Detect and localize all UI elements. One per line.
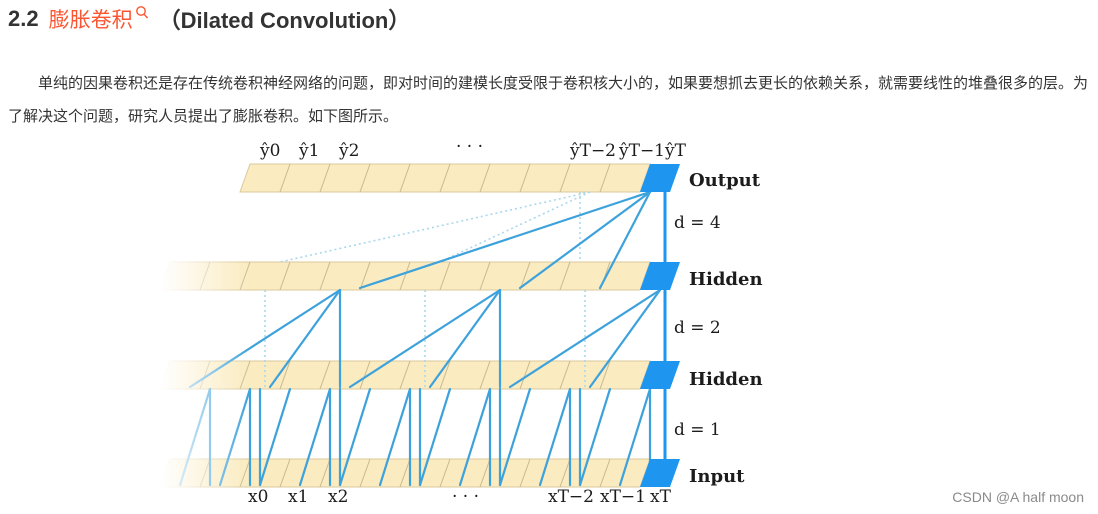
cell-divider [479, 163, 491, 193]
connection-d1 [498, 387, 532, 487]
dotted-link [439, 191, 591, 263]
output-label: ŷT [664, 141, 687, 161]
highlight-node [640, 361, 680, 389]
cell-divider [319, 163, 331, 193]
keyword-link[interactable]: 膨胀卷积 [48, 8, 133, 32]
cell-divider [319, 360, 331, 390]
dilated-convolution-diagram: Output Hidden Hidden Input d = 4 d = 2 d… [160, 137, 763, 508]
cell-divider [559, 458, 571, 488]
connection-d1 [258, 387, 292, 487]
cell-divider [519, 458, 531, 488]
cell-divider [279, 261, 291, 291]
cell-divider [439, 458, 451, 488]
dilation-label-4: d = 4 [674, 213, 721, 233]
connection-d1 [418, 387, 452, 487]
connection-d2 [268, 288, 342, 389]
output-label: ŷ2 [338, 141, 359, 161]
dilation-label-2: d = 2 [674, 318, 721, 338]
connection-d1 [338, 387, 372, 487]
cell-divider [319, 458, 331, 488]
output-label: · · · [456, 137, 483, 157]
highlight-node [640, 459, 680, 487]
output-label: ŷ1 [298, 141, 319, 161]
input-label: · · · [452, 487, 479, 507]
input-label: xT−1 [600, 487, 646, 507]
cell-divider [479, 360, 491, 390]
connection-d2 [508, 288, 662, 389]
body-paragraph: 单纯的因果卷积还是存在传统卷积神经网络的问题，即对时间的建模长度受限于卷积核大小… [8, 74, 1089, 125]
cell-divider [359, 360, 371, 390]
connection-d4 [598, 190, 652, 290]
cell-divider [519, 261, 531, 291]
input-label: x2 [328, 487, 348, 507]
cell-divider [599, 360, 611, 390]
highlight-node [640, 164, 680, 192]
cell-divider [519, 360, 531, 390]
cell-divider [599, 458, 611, 488]
cell-divider [279, 163, 291, 193]
cell-divider [279, 360, 291, 390]
search-icon[interactable] [135, 5, 149, 21]
cell-divider [319, 261, 331, 291]
cell-divider [359, 163, 371, 193]
cell-divider [399, 360, 411, 390]
dilation-label-1: d = 1 [674, 420, 721, 440]
cell-divider [399, 458, 411, 488]
cell-divider [479, 261, 491, 291]
section-heading: 2.2 膨胀卷积 （Dilated Convolution） [8, 2, 410, 36]
connection-d2 [428, 288, 502, 389]
connection-d1 [458, 387, 492, 487]
cell-divider [439, 360, 451, 390]
connection-d1 [578, 387, 612, 487]
dotted-connections [264, 191, 591, 389]
cell-divider [479, 458, 491, 488]
cell-divider [359, 458, 371, 488]
section-number: 2.2 [8, 6, 39, 31]
cell-divider [559, 360, 571, 390]
cell-divider [399, 261, 411, 291]
output-label: ŷT−1 [618, 141, 665, 161]
layer-label-output: Output [689, 170, 761, 191]
connection-d2 [588, 288, 662, 389]
cell-divider [439, 163, 451, 193]
cell-divider [559, 261, 571, 291]
input-label: xT [650, 487, 672, 507]
cell-divider [519, 163, 531, 193]
connection-d1 [618, 387, 652, 487]
connection-d1 [378, 387, 412, 487]
connection-d1 [298, 387, 332, 487]
cell-divider [599, 163, 611, 193]
watermark: CSDN @A half moon [952, 489, 1084, 505]
layer-label-input: Input [689, 466, 745, 487]
input-label: x0 [248, 487, 268, 507]
output-label: ŷT−2 [569, 141, 616, 161]
highlight-node [640, 262, 680, 290]
connection-d4 [358, 190, 652, 290]
layer-label-hidden-top: Hidden [689, 269, 763, 290]
cell-divider [359, 261, 371, 291]
cell-divider [399, 163, 411, 193]
connection-d1 [538, 387, 572, 487]
dilated-connections [178, 190, 662, 487]
highlight-nodes [640, 164, 680, 487]
section-title: （Dilated Convolution） [158, 8, 411, 33]
cell-divider [279, 458, 291, 488]
layer-label-hidden-bottom: Hidden [689, 369, 763, 390]
input-label: x1 [288, 487, 308, 507]
cell-divider [559, 163, 571, 193]
output-label: ŷ0 [259, 141, 280, 161]
connection-d2 [348, 288, 502, 389]
input-label: xT−2 [548, 487, 594, 507]
connection-d4 [518, 190, 652, 290]
output-layer-bar [239, 163, 651, 193]
cell-divider [439, 261, 451, 291]
